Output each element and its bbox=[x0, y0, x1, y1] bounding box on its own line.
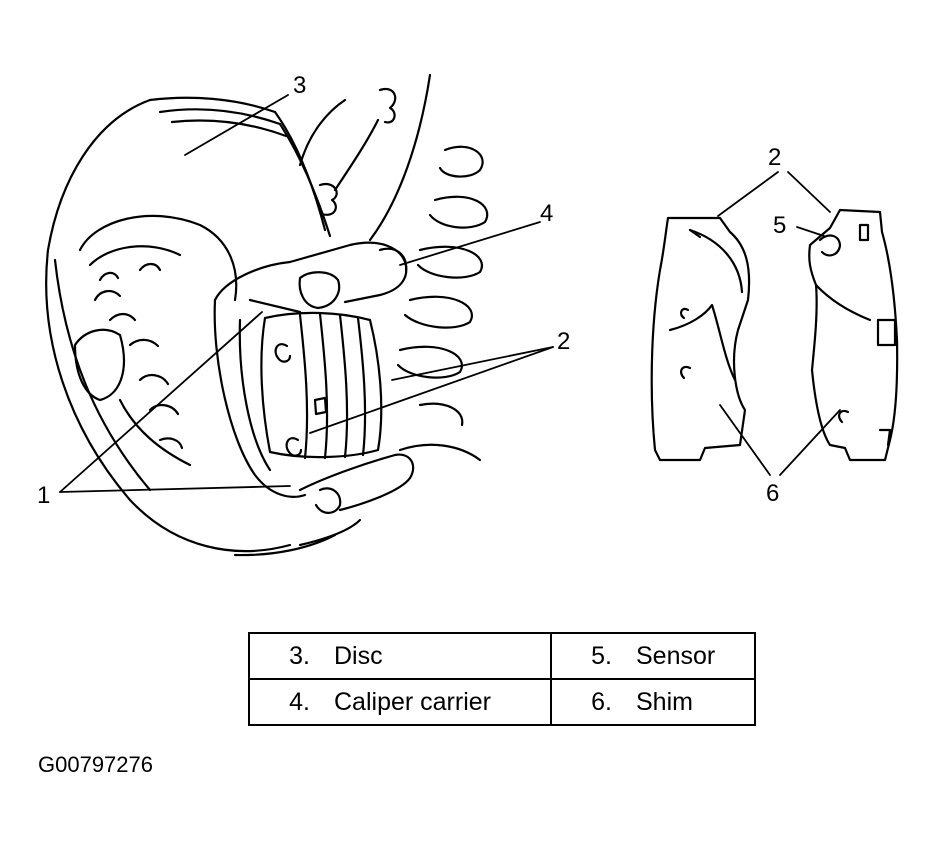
legend-cell: 6. Shim bbox=[550, 678, 756, 726]
wheel-hub bbox=[73, 214, 238, 467]
brake-pads-detached bbox=[650, 208, 899, 462]
legend-label: Shim bbox=[636, 687, 693, 716]
legend-row: 3. Disc 5. Sensor bbox=[248, 632, 756, 680]
callout-2-main: 2 bbox=[557, 328, 571, 355]
legend-table: 3. Disc 5. Sensor 4. Caliper carrier 6. Shim bbox=[248, 632, 756, 726]
legend-number: 3. bbox=[289, 641, 310, 670]
legend-label: Caliper carrier bbox=[334, 687, 491, 716]
callout-4: 4 bbox=[540, 200, 554, 227]
callout-1: 1 bbox=[37, 482, 51, 509]
callout-6: 6 bbox=[766, 480, 780, 507]
legend-label: Disc bbox=[334, 641, 383, 670]
legend-row: 4. Caliper carrier 6. Shim bbox=[248, 678, 756, 726]
brake-pads-installed bbox=[260, 311, 383, 460]
caliper-carrier bbox=[213, 241, 415, 514]
legend-number: 4. bbox=[289, 687, 310, 716]
clip-parts bbox=[298, 87, 397, 216]
leader-lines-left bbox=[59, 94, 554, 493]
legend-number: 5. bbox=[591, 641, 612, 670]
legend-cell: 3. Disc bbox=[248, 632, 552, 680]
leader-lines-right bbox=[717, 171, 841, 476]
legend-cell: 4. Caliper carrier bbox=[248, 678, 552, 726]
callout-5: 5 bbox=[773, 212, 787, 239]
figure-id: G00797276 bbox=[38, 752, 153, 777]
legend-label: Sensor bbox=[636, 641, 716, 670]
callout-3: 3 bbox=[293, 72, 307, 99]
brake-disc bbox=[45, 96, 362, 557]
callout-2-pads: 2 bbox=[768, 144, 782, 171]
legend-number: 6. bbox=[591, 687, 612, 716]
coil-spring bbox=[368, 73, 489, 462]
legend-cell: 5. Sensor bbox=[550, 632, 756, 680]
